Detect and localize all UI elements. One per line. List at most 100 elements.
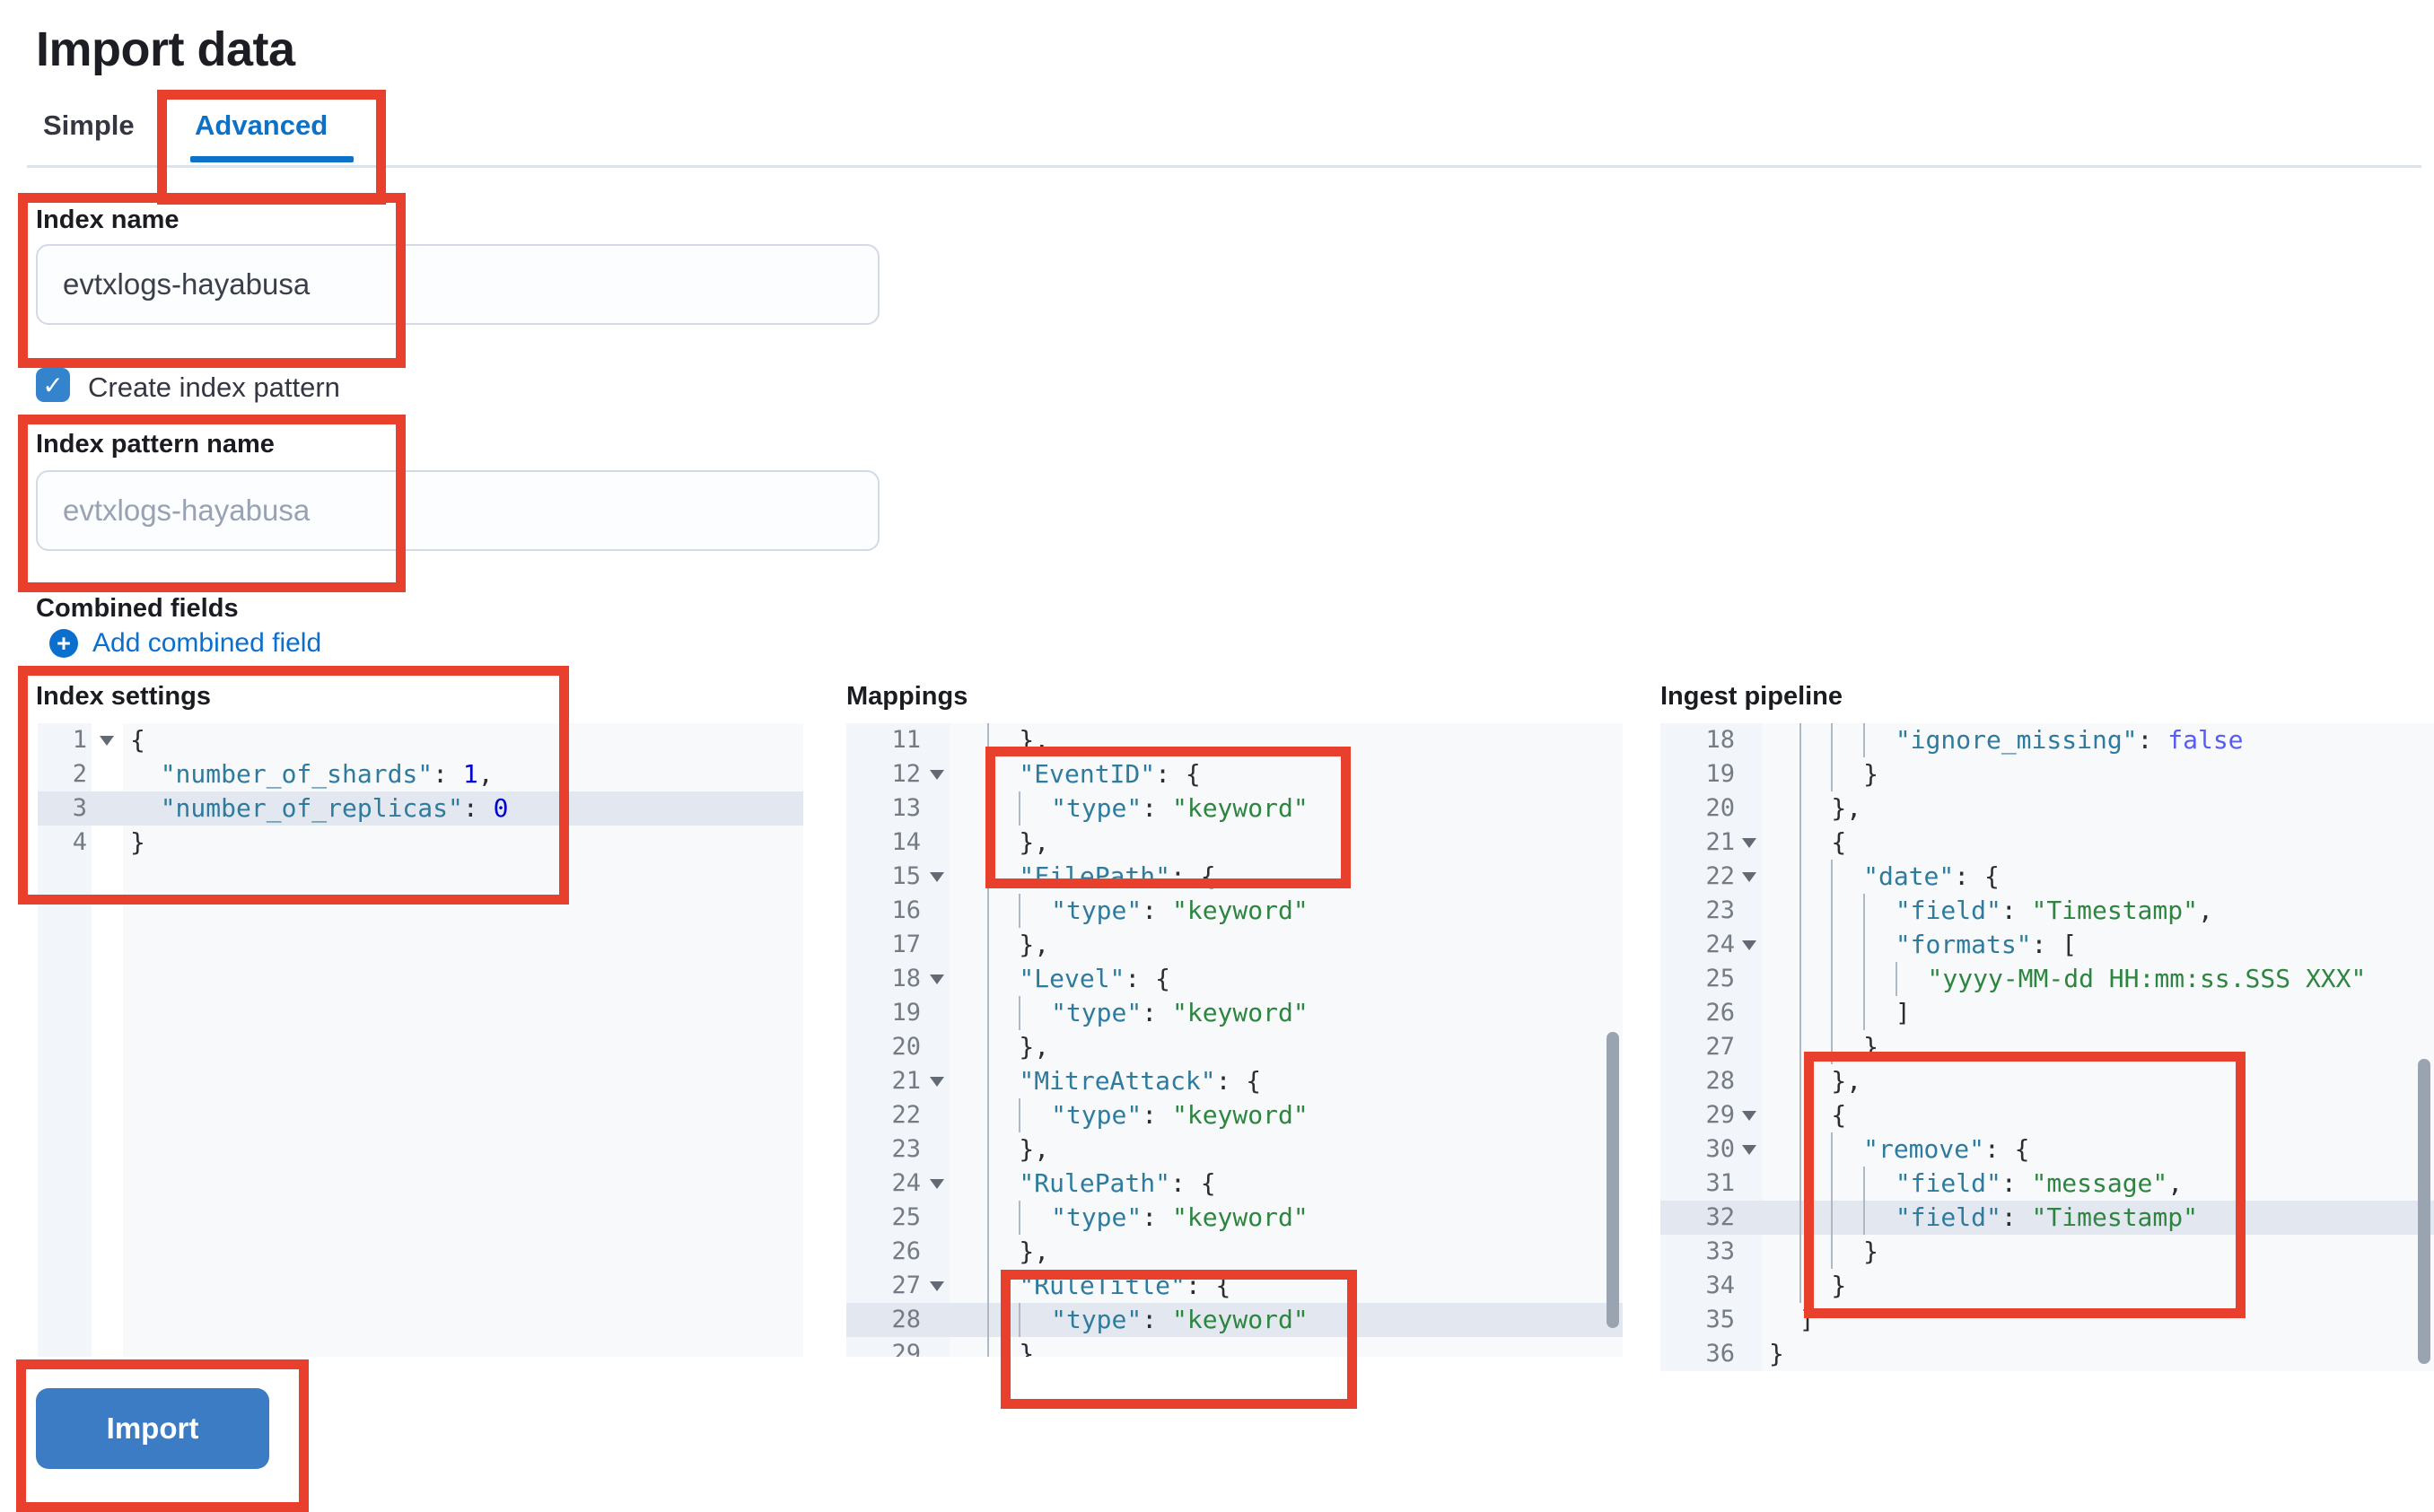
code-line[interactable]: 26] [1660,996,2434,1030]
gutter-line-number: 28 [891,1306,921,1333]
code-line[interactable]: 36} [1660,1337,2434,1371]
gutter-line-number: 3 [72,794,87,822]
gutter-line-number: 27 [846,1269,950,1303]
code-line[interactable]: 17}, [846,928,1623,962]
code-line[interactable]: 20}, [1660,791,2434,826]
code-line[interactable]: 16"type": "keyword" [846,894,1623,928]
gutter-line-number: 26 [1705,999,1735,1027]
indent-guide [1799,826,1832,860]
code-line[interactable]: 28}, [1660,1064,2434,1098]
code-line[interactable]: 27"RuleTitle": { [846,1269,1623,1303]
indent-guide [986,928,1020,962]
code-line[interactable]: 35] [1660,1303,2434,1337]
gutter-line-number: 31 [1705,1169,1735,1197]
fold-arrow-icon[interactable] [930,1281,944,1291]
code-line[interactable]: 31"field": "message", [1660,1167,2434,1201]
index-name-input[interactable] [36,244,880,325]
indent-guide [986,723,1020,757]
tab-simple[interactable]: Simple [43,109,135,141]
code-line[interactable]: 20}, [846,1030,1623,1064]
code-line[interactable]: 19"type": "keyword" [846,996,1623,1030]
index-pattern-name-input[interactable] [36,470,880,551]
code-line[interactable]: 23"field": "Timestamp", [1660,894,2434,928]
indent-guide [1799,1064,1832,1098]
mappings-scrollbar[interactable] [1607,1032,1619,1328]
indent-guide [1831,757,1863,791]
indent-guide [1799,757,1832,791]
indent-guide [1863,1167,1896,1201]
code-line[interactable]: 24"formats": [ [1660,928,2434,962]
gutter-line-number: 33 [1705,1237,1735,1265]
code-line[interactable]: 21{ [1660,826,2434,860]
import-button[interactable]: Import [36,1388,269,1469]
code-line[interactable]: 12"EventID": { [846,757,1623,791]
fold-arrow-icon[interactable] [930,872,944,882]
fold-arrow-icon[interactable] [930,974,944,984]
indent-guide [986,826,1020,860]
fold-arrow-icon[interactable] [1742,940,1756,950]
ingest-pipeline-scrollbar[interactable] [2418,1059,2430,1364]
code-line[interactable]: 25"type": "keyword" [846,1201,1623,1235]
create-index-pattern-checkbox[interactable]: ✓ [36,368,70,402]
fold-arrow-icon[interactable] [930,770,944,780]
gutter-line-number: 16 [891,896,921,924]
indent-guide [1019,1303,1051,1337]
gutter-line-number: 23 [1705,896,1735,924]
code-line[interactable]: 26}, [846,1235,1623,1269]
code-line[interactable]: 22"type": "keyword" [846,1098,1623,1132]
indent-guide [1019,1098,1051,1132]
indent-guide [986,791,1020,826]
code-line[interactable]: 32"field": "Timestamp" [1660,1201,2434,1235]
code-line[interactable]: 34} [1660,1269,2434,1303]
mappings-editor[interactable]: 11},12"EventID": {13"type": "keyword"14}… [846,723,1623,1357]
gutter-line-number: 24 [1660,928,1762,962]
code-line[interactable]: 28"type": "keyword" [846,1303,1623,1337]
fold-arrow-icon[interactable] [930,1179,944,1189]
code-line[interactable]: 29}, [846,1337,1623,1357]
fold-arrow-icon[interactable] [1742,1145,1756,1155]
code-line[interactable]: 33} [1660,1235,2434,1269]
fold-arrow-icon[interactable] [930,1077,944,1087]
gutter-line-number: 18 [846,962,950,996]
fold-arrow-icon[interactable] [1742,838,1756,848]
gutter-line-number: 20 [1705,794,1735,822]
fold-arrow-icon[interactable] [100,736,114,746]
code-line[interactable]: 24"RulePath": { [846,1167,1623,1201]
code-line[interactable]: 22"date": { [1660,860,2434,894]
tab-bar-divider [27,165,2421,168]
indent-guide [1799,1235,1832,1269]
code-line[interactable]: 15"FilePath": { [846,860,1623,894]
code-line[interactable]: 1{ [38,723,803,757]
ingest-pipeline-label: Ingest pipeline [1660,682,1843,711]
indent-guide [986,1303,1020,1337]
code-line[interactable]: 13"type": "keyword" [846,791,1623,826]
indent-guide [1831,723,1863,757]
add-combined-field-link[interactable]: + Add combined field [49,628,321,659]
fold-arrow-icon[interactable] [1742,1111,1756,1121]
index-settings-editor[interactable]: 1{2"number_of_shards": 1,3"number_of_rep… [38,723,803,1357]
code-line[interactable]: 18"Level": { [846,962,1623,996]
code-line[interactable]: 2"number_of_shards": 1, [38,757,803,791]
checkmark-icon: ✓ [42,371,64,399]
code-line[interactable]: 14}, [846,826,1623,860]
code-line[interactable]: 18"ignore_missing": false [1660,723,2434,757]
tab-advanced[interactable]: Advanced [195,109,328,141]
indent-guide [1831,894,1863,928]
indent-guide [1831,996,1863,1030]
code-line[interactable]: 23}, [846,1132,1623,1167]
code-line[interactable]: 25"yyyy-MM-dd HH:mm:ss.SSS XXX" [1660,962,2434,996]
gutter-line-number: 14 [891,828,921,856]
code-line[interactable]: 29{ [1660,1098,2434,1132]
code-line[interactable]: 30"remove": { [1660,1132,2434,1167]
fold-arrow-icon[interactable] [1742,872,1756,882]
code-line[interactable]: 21"MitreAttack": { [846,1064,1623,1098]
code-line[interactable]: 27} [1660,1030,2434,1064]
gutter-line-number: 34 [1705,1272,1735,1299]
indent-guide [986,996,1020,1030]
code-line[interactable]: 3"number_of_replicas": 0 [38,791,803,826]
code-line[interactable]: 4} [38,826,803,860]
plus-in-circle-icon: + [49,629,78,658]
code-line[interactable]: 11}, [846,723,1623,757]
code-line[interactable]: 19} [1660,757,2434,791]
